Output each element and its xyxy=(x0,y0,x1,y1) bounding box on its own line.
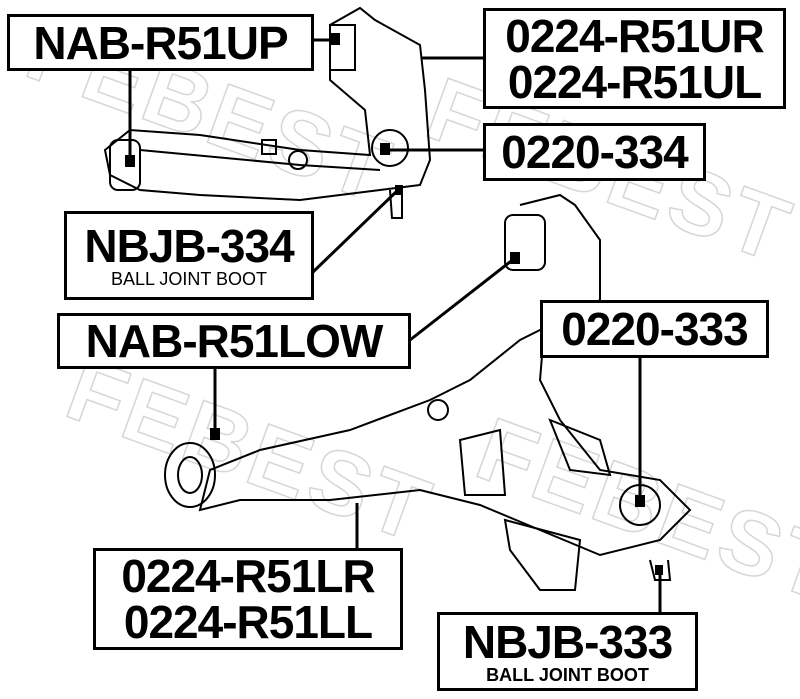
part-number: 0224-R51LR xyxy=(121,550,375,602)
part-number: 0220-334 xyxy=(501,126,688,178)
label-nab-r51low: NAB-R51LOW xyxy=(57,313,411,369)
upper-control-arm xyxy=(103,6,432,219)
part-number: 0220-333 xyxy=(561,303,748,355)
leader-lines xyxy=(128,38,662,612)
part-number: 0224-R51LL xyxy=(123,596,373,648)
label-nab-r51up: NAB-R51UP xyxy=(7,14,314,71)
part-description: BALL JOINT BOOT xyxy=(110,268,268,289)
label-upper-control-arm: 0224-R51UR 0224-R51UL xyxy=(483,8,786,109)
label-0220-333: 0220-333 xyxy=(540,300,769,358)
label-nbjb-334: NBJB-334 BALL JOINT BOOT xyxy=(64,211,314,300)
label-0220-334: 0220-334 xyxy=(483,123,706,181)
part-number: NBJB-334 xyxy=(84,219,294,272)
label-nbjb-333: NBJB-333 BALL JOINT BOOT xyxy=(437,612,698,691)
part-number: NBJB-333 xyxy=(462,615,673,668)
part-number: NAB-R51UP xyxy=(33,16,288,69)
part-number: NAB-R51LOW xyxy=(85,315,384,367)
part-number: 0224-R51UR xyxy=(505,9,764,62)
part-number: 0224-R51UL xyxy=(507,55,762,108)
label-lower-control-arm: 0224-R51LR 0224-R51LL xyxy=(93,548,403,650)
part-description: BALL JOINT BOOT xyxy=(486,664,649,685)
